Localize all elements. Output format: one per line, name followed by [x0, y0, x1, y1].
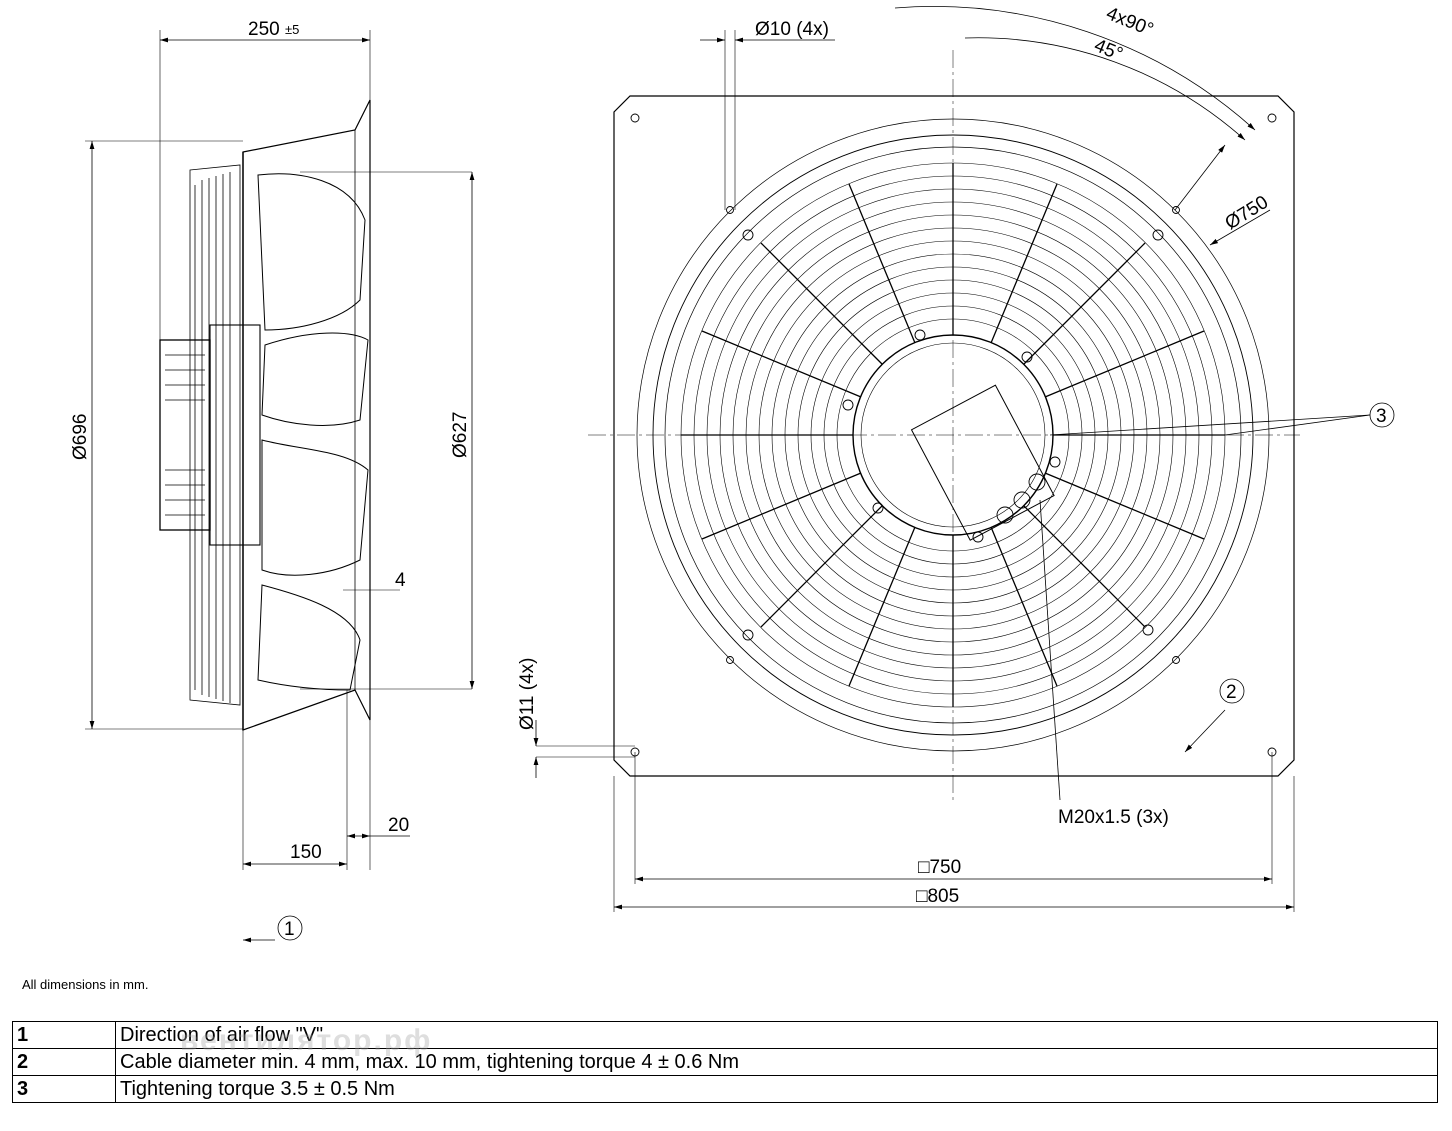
impeller-blades: [257, 173, 369, 691]
dim-square-805: □805: [916, 886, 959, 907]
dim-angle-4x90: 4x90°: [1103, 3, 1156, 41]
hub-bolts: [842, 329, 1061, 543]
callout-2-label: 2: [1226, 682, 1237, 703]
ring-inner: [664, 146, 1242, 724]
callout-2-circle: [1219, 678, 1245, 704]
center-lines: [588, 50, 1300, 800]
dim-depth-20: 20: [388, 815, 409, 836]
legend-table: 1 Direction of air flow "V" 2 Cable diam…: [12, 1021, 1438, 1103]
guard-side: [189, 164, 241, 706]
callout-1-circle: [277, 915, 303, 941]
ring-outer: [636, 118, 1270, 752]
dim-holes-top: Ø10 (4x): [755, 19, 829, 40]
dim-flange-4: 4: [395, 570, 406, 591]
dim-diameter-750: Ø750: [1222, 192, 1273, 234]
dim-holes-side: Ø11 (4x): [517, 657, 538, 730]
dim-thread: M20x1.5 (3x): [1058, 807, 1169, 828]
side-dimension-lines: [89, 37, 475, 943]
guard-spokes: [681, 163, 1225, 707]
side-extension-lines: [85, 30, 472, 870]
cable-glands: [996, 473, 1046, 524]
watermark: вентилятор.рф: [180, 1024, 433, 1057]
dim-depth-150: 150: [290, 842, 322, 863]
footnote: All dimensions in mm.: [22, 977, 149, 992]
front-view: [533, 6, 1395, 912]
terminal-box: [910, 384, 1055, 541]
front-dimension-lines: [533, 6, 1371, 910]
motor-fins: [165, 354, 205, 516]
motor-housing: [159, 339, 211, 531]
legend-row: 3 Tightening torque 3.5 ± 0.5 Nm: [12, 1075, 1438, 1103]
callout-1-label: 1: [284, 919, 295, 940]
dim-inner-diameter: Ø627: [450, 412, 471, 458]
legend-number: 1: [12, 1021, 116, 1049]
guard-bolts: [742, 229, 1164, 641]
side-view: [85, 30, 475, 943]
mounting-plate: [613, 95, 1295, 777]
legend-number: 2: [12, 1048, 116, 1076]
technical-drawing: 250 ±5 Ø696 Ø627 4 150 20 1: [70, 3, 1395, 943]
legend-row: 2 Cable diameter min. 4 mm, max. 10 mm, …: [12, 1048, 1438, 1076]
legend-number: 3: [12, 1075, 116, 1103]
front-extension-lines: [536, 30, 1295, 912]
dim-width-tolerance: ±5: [285, 22, 299, 37]
ring-nozzle: [652, 134, 1254, 736]
legend-text: Tightening torque 3.5 ± 0.5 Nm: [115, 1075, 1438, 1103]
callout-3-label: 3: [1376, 406, 1387, 427]
dim-width-250: 250: [248, 19, 280, 40]
dim-angle-45: 45°: [1091, 35, 1126, 65]
motor-body: [209, 324, 261, 546]
dim-outer-diameter: Ø696: [70, 414, 91, 460]
callout-3-circle: [1369, 402, 1395, 428]
dim-square-750: □750: [918, 857, 961, 878]
